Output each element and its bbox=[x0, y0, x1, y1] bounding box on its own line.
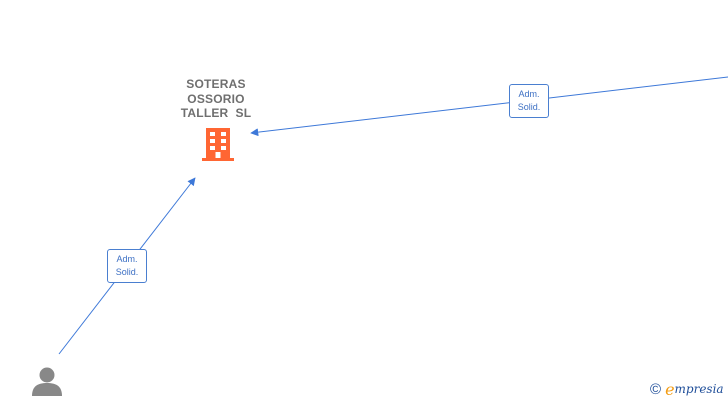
person-icon[interactable] bbox=[32, 367, 62, 397]
relation-label-line-2: Solid. bbox=[517, 102, 541, 112]
company-name-line-2: OSSORIO bbox=[187, 91, 245, 106]
copyright-icon: © bbox=[650, 380, 662, 398]
brand-watermark: © e mpresia bbox=[650, 379, 724, 399]
logo-text: mpresia bbox=[674, 382, 724, 396]
edge-top-right-to-company bbox=[250, 76, 728, 137]
relation-label-line-1: Adm. bbox=[518, 89, 540, 99]
company-name-line-1: SOTERAS bbox=[186, 77, 246, 91]
relation-label-line-1: Adm. bbox=[116, 254, 138, 264]
company-name-line-3: TALLER SL bbox=[180, 106, 252, 120]
relation-label-top-right[interactable]: Adm. Solid. bbox=[509, 84, 549, 118]
company-name[interactable]: SOTERAS OSSORIO TALLER SL bbox=[156, 77, 276, 121]
building-icon[interactable] bbox=[202, 128, 234, 161]
relation-label-line-2: Solid. bbox=[115, 267, 139, 277]
logo-letter: e bbox=[665, 379, 675, 399]
relation-label-bottom-left[interactable]: Adm. Solid. bbox=[107, 249, 147, 283]
